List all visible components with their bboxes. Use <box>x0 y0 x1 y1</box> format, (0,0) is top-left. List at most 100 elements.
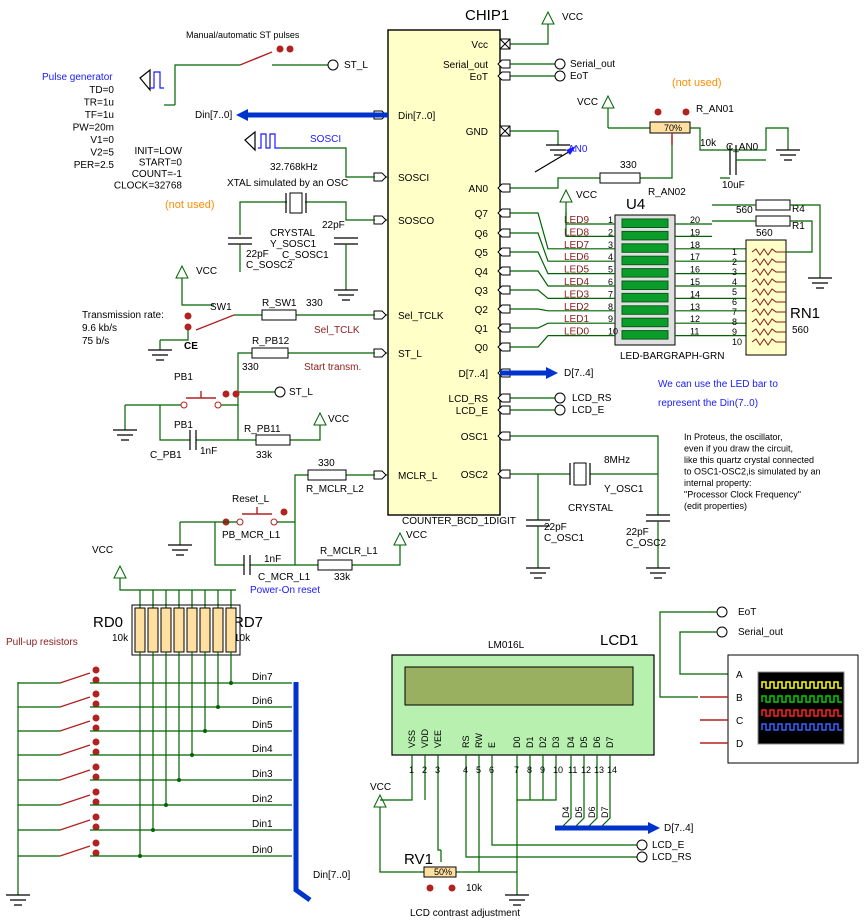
resistor-icon[interactable] <box>261 309 297 321</box>
r-mclr-l2-ref: R_MCLR_L2 <box>306 484 364 495</box>
start-net: Start transm. <box>304 362 361 373</box>
r-sw1-ref: R_SW1 <box>262 298 297 309</box>
pin-icon[interactable] <box>497 342 511 352</box>
terminal-icon[interactable] <box>554 70 566 82</box>
osc-note: In Proteus, the oscillator,even if you d… <box>684 432 821 511</box>
pin-icon[interactable] <box>373 348 387 358</box>
pin-icon[interactable] <box>497 266 511 276</box>
terminal-icon[interactable] <box>716 606 728 618</box>
pin-icon[interactable] <box>497 228 511 238</box>
terminal-icon[interactable] <box>554 392 566 404</box>
din-switch[interactable] <box>59 845 91 857</box>
reset-l-label: Reset_L <box>232 494 270 505</box>
capacitor-icon[interactable] <box>228 237 252 245</box>
chip-body[interactable] <box>387 29 501 516</box>
d74-label: D[7..4] <box>564 368 594 379</box>
st-switch[interactable] <box>239 51 273 66</box>
din-switch[interactable] <box>59 819 91 831</box>
resistor-icon[interactable] <box>251 347 289 359</box>
crystal-icon[interactable] <box>289 192 303 214</box>
pullup-resistor-icon[interactable] <box>225 607 237 653</box>
chip-pin-right: Vcc <box>471 40 488 51</box>
pot-pct: 70% <box>664 123 682 133</box>
pullup-resistor-icon[interactable] <box>160 607 172 653</box>
pin-icon[interactable] <box>373 215 387 225</box>
led-net-label: LED1 <box>564 314 589 325</box>
pin-icon[interactable] <box>497 431 511 441</box>
rn1-network[interactable] <box>745 239 787 356</box>
din-switch[interactable] <box>59 696 91 708</box>
terminal-icon[interactable] <box>554 404 566 416</box>
c-an0-ref: C_AN0 <box>726 142 759 153</box>
pullup-resistor-icon[interactable] <box>134 607 146 653</box>
led-segment <box>621 255 669 266</box>
oscillator-source-icon[interactable] <box>244 130 256 152</box>
pin-icon[interactable] <box>497 59 511 69</box>
pullup-resistor-icon[interactable] <box>199 607 211 653</box>
terminal-icon[interactable] <box>636 839 648 851</box>
pin-icon[interactable] <box>497 393 511 403</box>
chip-pin-right: Q6 <box>475 229 489 240</box>
switch-contact-icon <box>184 323 192 331</box>
din-switch[interactable] <box>59 744 91 756</box>
din-switch[interactable] <box>59 720 91 732</box>
resistor-icon[interactable] <box>307 469 347 481</box>
r-mclr-l1-ref: R_MCLR_L1 <box>320 546 378 557</box>
pb1-button[interactable] <box>186 391 216 399</box>
led-segment <box>621 218 669 228</box>
crystal-icon[interactable] <box>573 462 587 486</box>
pin-icon[interactable] <box>497 247 511 257</box>
pullup-resistor-icon[interactable] <box>173 607 185 653</box>
pulse-generator-icon[interactable] <box>139 68 151 92</box>
capacitor-icon[interactable] <box>243 555 251 575</box>
din-label: Din6 <box>252 696 273 707</box>
led-net-label: LED9 <box>564 215 589 226</box>
pin-icon[interactable] <box>497 405 511 415</box>
chip-pin-right: Q3 <box>475 286 489 297</box>
resistor-icon[interactable] <box>317 559 353 571</box>
terminal-icon[interactable] <box>636 851 648 863</box>
din-switch[interactable] <box>59 769 91 781</box>
probe-icon[interactable] <box>566 146 576 155</box>
capacitor-icon[interactable] <box>646 514 670 522</box>
din-bus-label: Din[7..0] <box>195 110 232 121</box>
chip-pin-right: Q7 <box>475 209 489 220</box>
pullup-resistor-icon[interactable] <box>147 607 159 653</box>
terminal-icon[interactable] <box>274 386 286 398</box>
resistor-icon[interactable] <box>755 215 791 227</box>
led-segment <box>621 230 669 241</box>
pullup-resistor-icon[interactable] <box>186 607 198 653</box>
terminal-icon[interactable] <box>716 626 728 638</box>
terminal-icon[interactable] <box>327 59 339 71</box>
resistor-icon[interactable] <box>255 434 291 446</box>
pin-icon[interactable] <box>497 71 511 81</box>
pullup-resistor-icon[interactable] <box>212 607 224 653</box>
scope-channel: D <box>736 739 743 750</box>
resistor-icon[interactable] <box>755 199 791 211</box>
pin-icon[interactable] <box>373 172 387 182</box>
pin-icon[interactable] <box>373 470 387 480</box>
pin-icon[interactable] <box>497 208 511 218</box>
potentiometer-icon[interactable] <box>423 866 457 878</box>
scope-traces <box>761 681 842 731</box>
din-switch[interactable] <box>59 794 91 806</box>
terminal-icon[interactable] <box>554 58 566 70</box>
chip-pin-right: Q5 <box>475 248 489 259</box>
capacitor-icon[interactable] <box>334 237 358 245</box>
led-pin-left: 6 <box>608 277 613 287</box>
pin-icon[interactable] <box>497 183 511 193</box>
din-switch[interactable] <box>59 672 91 684</box>
pin-icon[interactable] <box>497 285 511 295</box>
sw1-switch[interactable] <box>195 314 235 331</box>
resistor-icon[interactable] <box>599 172 641 184</box>
pin-icon[interactable] <box>373 310 387 320</box>
chip-title: CHIP1 <box>465 7 509 24</box>
rn1-pin: 1 <box>732 247 737 257</box>
pin-icon[interactable] <box>497 323 511 333</box>
reset-button[interactable] <box>242 507 272 515</box>
capacitor-icon[interactable] <box>189 430 197 450</box>
ground-icon <box>546 144 570 156</box>
pin-icon[interactable] <box>497 304 511 314</box>
pin-icon[interactable] <box>497 469 511 479</box>
